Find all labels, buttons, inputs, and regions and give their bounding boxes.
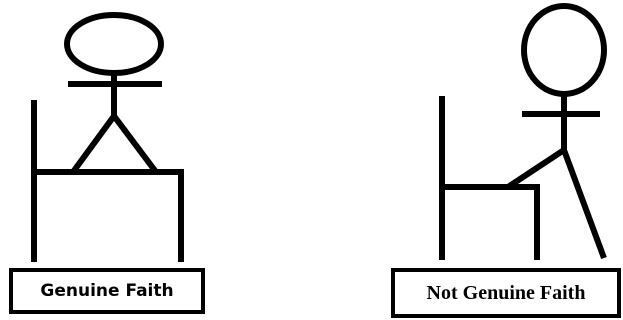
seated-figure-legs <box>73 116 156 172</box>
standing-figure <box>508 6 604 258</box>
seated-figure <box>67 15 162 172</box>
seated-figure-head <box>67 15 161 73</box>
caption-not-genuine-faith: Not Genuine Faith <box>427 282 586 305</box>
caption-genuine-faith: Genuine Faith <box>40 281 173 301</box>
standing-figure-head <box>524 6 604 94</box>
standing-figure-raised-leg <box>508 150 564 187</box>
caption-box-not-genuine: Not Genuine Faith <box>391 268 621 318</box>
standing-figure-standing-leg <box>564 150 604 258</box>
caption-box-genuine: Genuine Faith <box>9 268 205 314</box>
